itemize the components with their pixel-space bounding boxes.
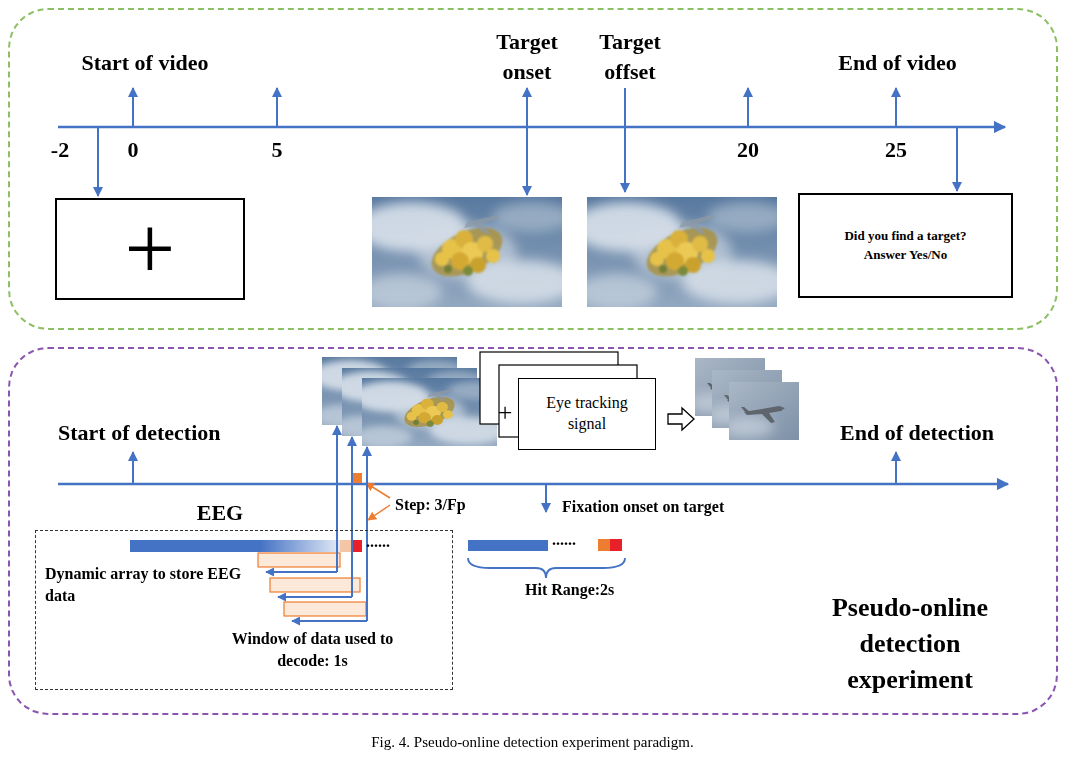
range-label: Hit Range:2s: [525, 580, 655, 599]
video-timeline: [58, 126, 1005, 129]
tick-number: 0: [118, 137, 148, 163]
scene-image: [357, 197, 577, 310]
experiment-panel: Start of video -2 0 5 Target onsetTarget off…: [8, 8, 1058, 330]
tick-number: 20: [731, 137, 765, 163]
pointer-arrow: [624, 88, 626, 192]
timeline-label: End of detection: [840, 420, 1050, 446]
frame-link-arrow: [336, 426, 338, 572]
pointer-arrow: [526, 127, 528, 195]
plus-sign: +: [493, 397, 517, 428]
question-box: Did you find a target? Answer Yes/No: [798, 193, 1013, 298]
eeg-array: [130, 540, 260, 552]
decode-window: [258, 553, 340, 567]
hit-sample: [610, 539, 622, 551]
tick-arrow: [132, 452, 134, 484]
tick-number: -2: [40, 137, 80, 163]
decode-window: [284, 602, 366, 616]
frame-link-arrow: [351, 437, 353, 597]
step-arrow: [368, 505, 390, 520]
eeg-sample: [352, 540, 362, 552]
range-brace: [468, 558, 625, 578]
fixation-arrow: [545, 484, 547, 512]
tick-arrow: [895, 452, 897, 484]
timeline-label: Target offset: [575, 27, 685, 87]
window-span-arrow: [278, 596, 352, 598]
box-text: Did you find a target? Answer Yes/No: [800, 227, 1011, 263]
step-arrow: [366, 483, 390, 498]
tick-number: 5: [262, 137, 292, 163]
eye-tracking-box: Eye tracking signal: [518, 378, 656, 450]
figure-caption: Fig. 4. Pseudo-online detection experime…: [0, 733, 1065, 751]
timeline-label: Start of detection: [58, 420, 278, 446]
hollow-arrow: [668, 408, 694, 430]
ellipsis: ......: [552, 530, 597, 549]
fixation-box: +: [55, 198, 245, 300]
ellipsis: ......: [366, 532, 416, 551]
detection-panel: Start of detection + End of detectionStep:…: [8, 347, 1058, 715]
target-image: [724, 382, 799, 440]
decode-window: [270, 578, 360, 592]
box-text: +: [125, 204, 176, 294]
timeline-label: Start of video: [55, 50, 235, 76]
window-span-arrow: [292, 620, 367, 622]
tick-arrow: [747, 88, 749, 127]
tick-arrow: [895, 88, 897, 127]
timeline-label: End of video: [810, 50, 985, 76]
panel-title: Pseudo-online detection experiment: [800, 590, 1020, 698]
eeg-sample: [340, 540, 352, 552]
eeg-array: [260, 540, 340, 552]
pointer-arrow: [956, 127, 958, 191]
window-span-arrow: [266, 571, 337, 573]
tick-arrow: [276, 88, 278, 127]
event-label: Fixation onset on target: [562, 497, 792, 516]
step-marker: [352, 473, 362, 483]
pointer-arrow: [97, 127, 99, 196]
hit-sample: [598, 539, 610, 551]
hit-bar: [468, 540, 548, 551]
eeg-buffer-box: EEG......Dynamic array to store EEG data…: [35, 530, 453, 690]
detection-timeline: [58, 483, 1008, 486]
scene-image: [572, 197, 792, 310]
box-text: Eye tracking signal: [519, 393, 655, 435]
timeline-label: Target onset: [472, 27, 582, 87]
tick-number: 25: [879, 137, 913, 163]
step-label: Step: 3/Fp: [395, 495, 515, 514]
tick-arrow: [132, 88, 134, 127]
box-heading: EEG: [185, 500, 255, 526]
tick-arrow: [526, 88, 528, 127]
box-note: Window of data used to decode: 1s: [205, 628, 420, 672]
box-note: Dynamic array to store EEG data: [45, 563, 245, 607]
